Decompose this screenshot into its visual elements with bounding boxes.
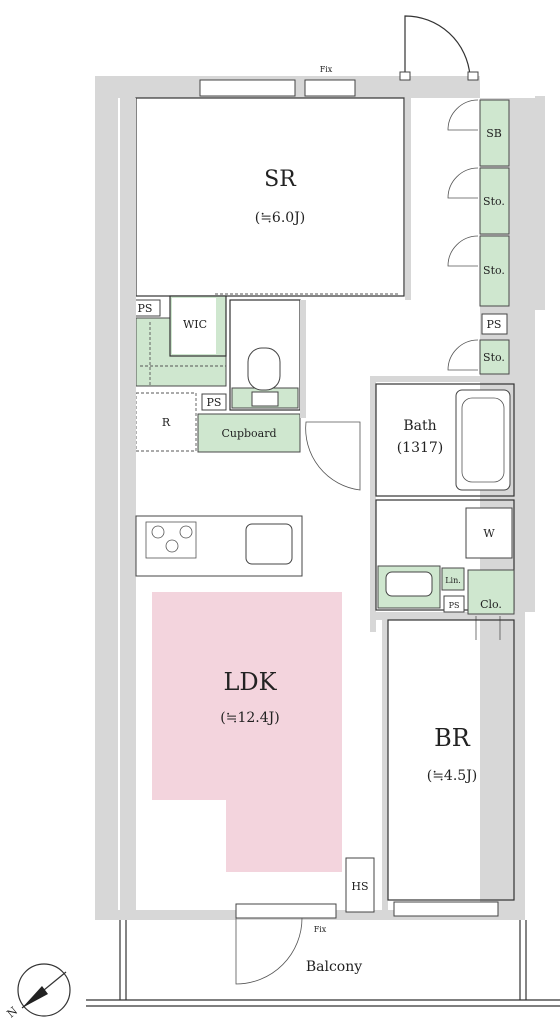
br-name: BR: [434, 724, 471, 752]
sto-storage-2[interactable]: [479, 235, 510, 307]
closet-storage[interactable]: [467, 569, 515, 615]
cupboard[interactable]: Cupboard: [197, 413, 301, 453]
compass-icon: N: [4, 963, 71, 1020]
balcony-door[interactable]: [235, 917, 303, 985]
bath-size: (1317): [397, 440, 444, 456]
balcony-label: Balcony: [306, 959, 362, 975]
toilet-bowl: [247, 347, 281, 391]
wic-label: WIC: [183, 318, 207, 331]
room-br[interactable]: BR (≒4.5J): [387, 619, 515, 901]
washing-machine: [465, 507, 513, 559]
bath-name: Bath: [403, 418, 436, 434]
wic[interactable]: PS WIC: [129, 295, 227, 387]
sto-storage-1[interactable]: [479, 167, 510, 235]
sto-label-2: Sto.: [483, 264, 505, 277]
cupboard-label: Cupboard: [221, 427, 276, 440]
sb-label: SB: [486, 127, 502, 140]
top-windows: Fix: [199, 65, 356, 97]
fix-label-top: Fix: [320, 65, 333, 74]
balcony[interactable]: Balcony: [86, 920, 560, 1007]
ldk-area: (≒12.4J): [220, 710, 279, 726]
lin-label: Lin.: [445, 576, 461, 585]
w-label: W: [483, 527, 495, 540]
bottom-windows: Fix: [235, 901, 499, 934]
kitchen[interactable]: [135, 515, 303, 577]
linen-storage[interactable]: [441, 567, 465, 591]
br-area: (≒4.5J): [427, 768, 478, 784]
bath-corridor-door[interactable]: [305, 421, 361, 491]
hs-label: HS: [351, 880, 368, 893]
ldk-name: LDK: [223, 668, 277, 696]
clo-label: Clo.: [480, 598, 502, 611]
bathroom[interactable]: Bath (1317): [375, 383, 515, 497]
r-label: R: [162, 416, 171, 429]
partitions: [120, 98, 521, 912]
gas-stove-icon: [145, 521, 197, 559]
sto-label-1: Sto.: [483, 195, 505, 208]
right-storage-column: SB Sto. Sto. PS Sto.: [447, 99, 510, 375]
room-ldk[interactable]: LDK (≒12.4J): [152, 592, 342, 872]
sr-area: (≒6.0J): [255, 210, 306, 226]
entrance-door[interactable]: [399, 15, 479, 81]
ps-label-left: PS: [138, 302, 153, 315]
bathtub: [455, 389, 511, 491]
fix-label-bottom: Fix: [314, 925, 327, 934]
ps-label-wash: PS: [449, 601, 460, 610]
sb-storage[interactable]: [479, 99, 510, 167]
room-sr[interactable]: SR (≒6.0J): [135, 97, 405, 297]
sr-name: SR: [264, 167, 297, 192]
north-label: N: [4, 1004, 20, 1020]
hs-box: HS: [345, 857, 375, 913]
sto-storage-3[interactable]: [479, 339, 510, 375]
ps-box-toilet: [201, 393, 227, 411]
ps-label-toilet: PS: [207, 396, 222, 409]
kitchen-sink: [245, 523, 293, 565]
ps-label-right: PS: [487, 318, 502, 331]
sto-label-3: Sto.: [483, 351, 505, 364]
ps-box-wash: [443, 595, 465, 613]
ps-box-right: [481, 313, 508, 335]
